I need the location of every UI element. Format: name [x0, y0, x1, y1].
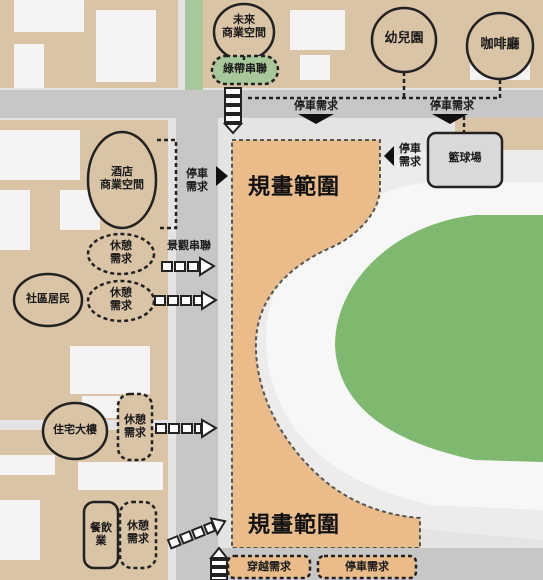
- parking-arrows: [216, 114, 468, 186]
- landscape-link-label: 景觀串聯: [167, 239, 211, 252]
- rest-need-2: 休憩 需求: [110, 286, 132, 312]
- parking-need-bottom: 停車需求: [345, 560, 389, 573]
- plan-area-label-bottom: 規畫範圍: [248, 513, 341, 538]
- parking-need-hotel: 停車 需求: [186, 167, 208, 193]
- community-label: 社區居民: [26, 292, 70, 305]
- plan-area: [231, 139, 421, 549]
- restaurant-label: 餐飲 業: [90, 521, 112, 547]
- green-link-label: 綠帶串聯: [223, 62, 267, 75]
- roads: [0, 90, 543, 580]
- kindergarten-label: 幼兒園: [384, 31, 424, 46]
- future-commercial-label: 未來 商業空間: [222, 13, 266, 39]
- rest-need-4: 休憩 需求: [127, 519, 149, 545]
- parking-need-top-left: 停車需求: [294, 99, 338, 112]
- hotel-commercial-label: 酒店 商業空間: [100, 165, 144, 191]
- cafe-label: 咖啡廳: [480, 37, 520, 52]
- parking-need-right: 停車 需求: [399, 142, 421, 168]
- crossing-need-label: 穿越需求: [247, 560, 291, 573]
- residential-label: 住宅大樓: [53, 423, 97, 436]
- rest-need-1: 休憩 需求: [110, 239, 132, 265]
- basketball-label: 籃球場: [448, 151, 482, 164]
- flow-arrows: [154, 87, 244, 580]
- field: [335, 215, 543, 462]
- rest-need-3: 休憩 需求: [124, 413, 146, 439]
- parking-need-top-right: 停車需求: [430, 99, 474, 112]
- plan-area-label-top: 規畫範圍: [248, 175, 341, 200]
